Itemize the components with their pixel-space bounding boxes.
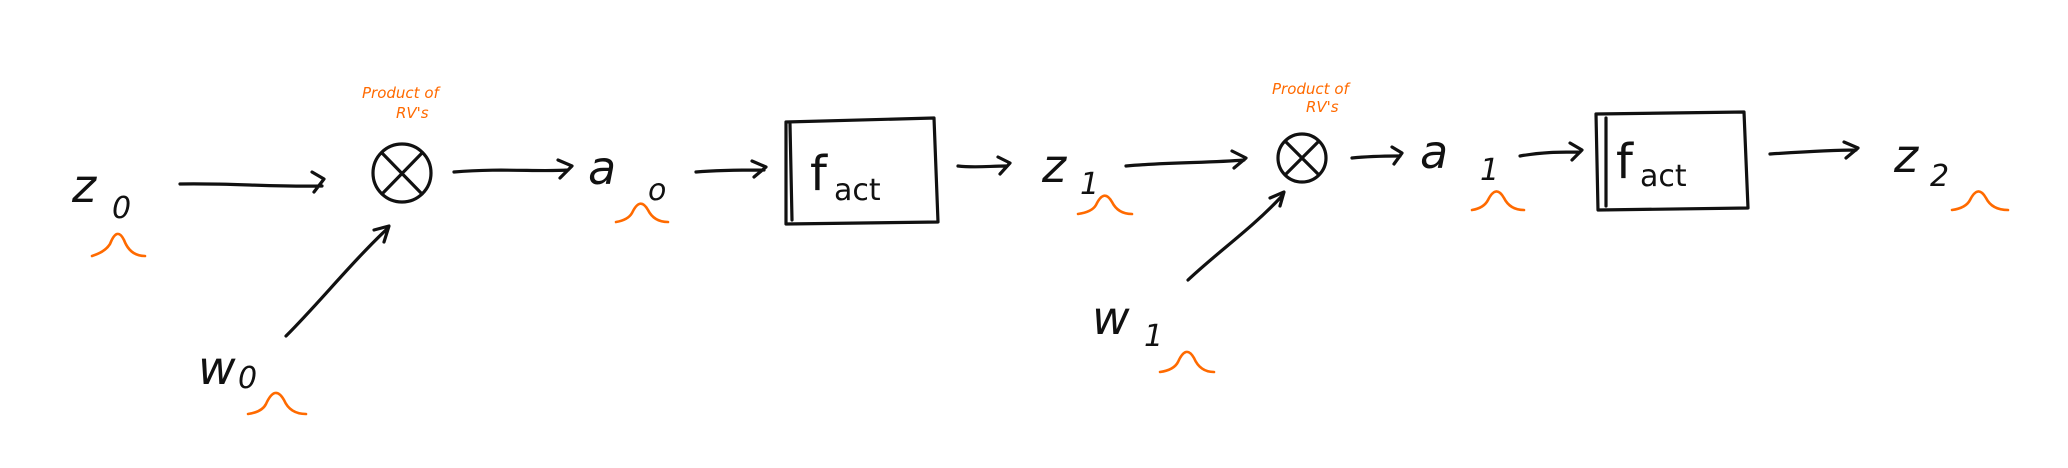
edge-w0-to-product1 — [284, 224, 391, 338]
node-w0-label: w — [198, 341, 236, 395]
distribution-w1-icon — [1158, 350, 1216, 374]
node-a0: a o — [588, 141, 670, 224]
node-a0-subscript: o — [648, 173, 666, 208]
node-a0-label: a — [588, 141, 616, 195]
fact-box-1-outline — [784, 116, 940, 226]
fact-box-2-label: f — [1616, 134, 1634, 190]
node-w0-subscript: 0 — [238, 361, 257, 396]
fact-box-1-subscript: act — [834, 173, 881, 208]
fact-box-2: f act — [1594, 110, 1750, 212]
node-z2: z 2 — [1893, 129, 2010, 212]
node-z2-subscript: 2 — [1930, 159, 1949, 194]
node-z1-subscript: 1 — [1080, 167, 1099, 202]
edge-product1-to-a0 — [452, 158, 574, 180]
node-w0: w 0 — [198, 341, 308, 416]
edge-fact1-to-z1 — [956, 155, 1012, 176]
edge-w1-to-product2 — [1186, 190, 1286, 282]
distribution-z1-icon — [1076, 194, 1134, 216]
node-a1: a 1 — [1420, 125, 1526, 212]
product-circle-2 — [1276, 132, 1328, 184]
distribution-a1-icon — [1470, 190, 1526, 212]
product-cross-2-icon — [1284, 140, 1320, 176]
fact-box-1-label: f — [810, 146, 828, 202]
node-z0: z 0 — [71, 159, 147, 258]
product-note-2-line2: RV's — [1306, 98, 1339, 116]
fact-box-2-subscript: act — [1640, 159, 1687, 194]
fact-box-1-inner-line — [788, 122, 794, 222]
distribution-w0-icon — [246, 391, 308, 416]
product-circle-1 — [371, 142, 433, 204]
fact-box-1: f act — [784, 116, 940, 226]
product-cross-1-icon — [380, 151, 424, 196]
distribution-z2-icon — [1950, 190, 2010, 212]
node-z1-label: z — [1041, 139, 1067, 193]
node-a1-subscript: 1 — [1480, 153, 1499, 188]
product-node-1: Product of RV's — [362, 84, 441, 204]
node-a1-label: a — [1420, 125, 1448, 179]
node-z1: z 1 — [1041, 139, 1134, 216]
node-z2-label: z — [1893, 129, 1919, 183]
edge-a0-to-fact1 — [694, 159, 768, 179]
distribution-z0-icon — [90, 232, 147, 258]
product-note-1-line2: RV's — [396, 104, 429, 122]
product-node-2: Product of RV's — [1272, 80, 1351, 184]
product-note-2-line1: Product of — [1272, 80, 1351, 98]
product-note-1-line1: Product of — [362, 84, 441, 102]
node-z0-label: z — [71, 159, 97, 213]
edge-z0-to-product1 — [178, 170, 326, 194]
node-z0-subscript: 0 — [112, 191, 131, 226]
node-w1: w 1 — [1092, 291, 1216, 374]
edge-fact2-to-z2 — [1768, 140, 1860, 160]
distribution-a0-icon — [614, 202, 670, 224]
node-w1-label: w — [1092, 291, 1130, 345]
edge-product2-to-a1 — [1350, 145, 1404, 166]
edge-a1-to-fact2 — [1518, 141, 1584, 162]
fact-box-2-outline — [1594, 110, 1750, 212]
node-w1-subscript: 1 — [1144, 319, 1163, 354]
edge-z1-to-product2 — [1124, 149, 1248, 170]
